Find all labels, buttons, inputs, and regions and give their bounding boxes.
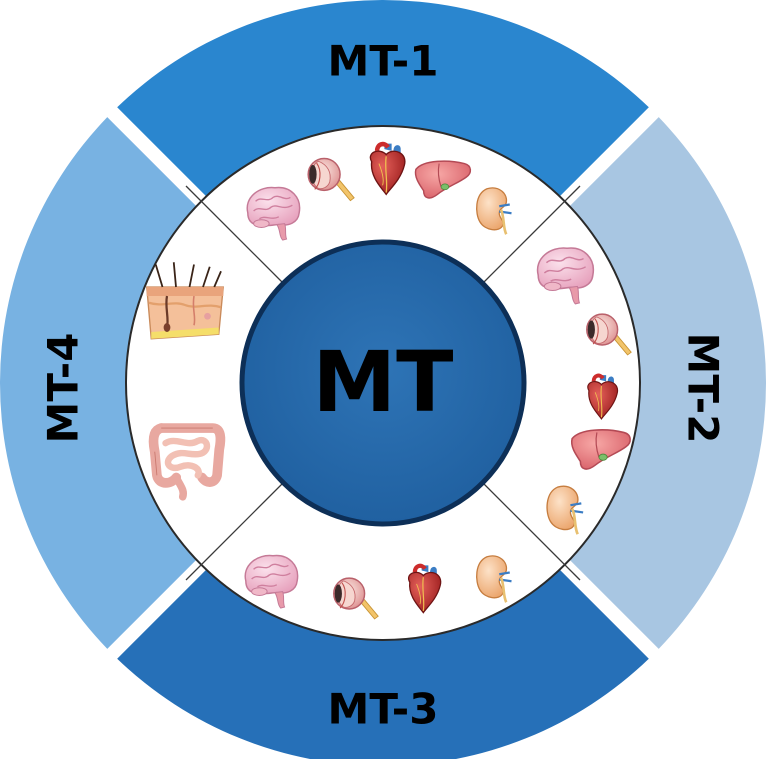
center-label: MT xyxy=(313,333,454,431)
segment-label-mt4: MT-4 xyxy=(39,333,88,444)
segment-label-mt3: MT-3 xyxy=(328,685,439,734)
segment-label-mt1: MT-1 xyxy=(328,37,439,86)
segment-label-mt2: MT-2 xyxy=(679,333,728,444)
